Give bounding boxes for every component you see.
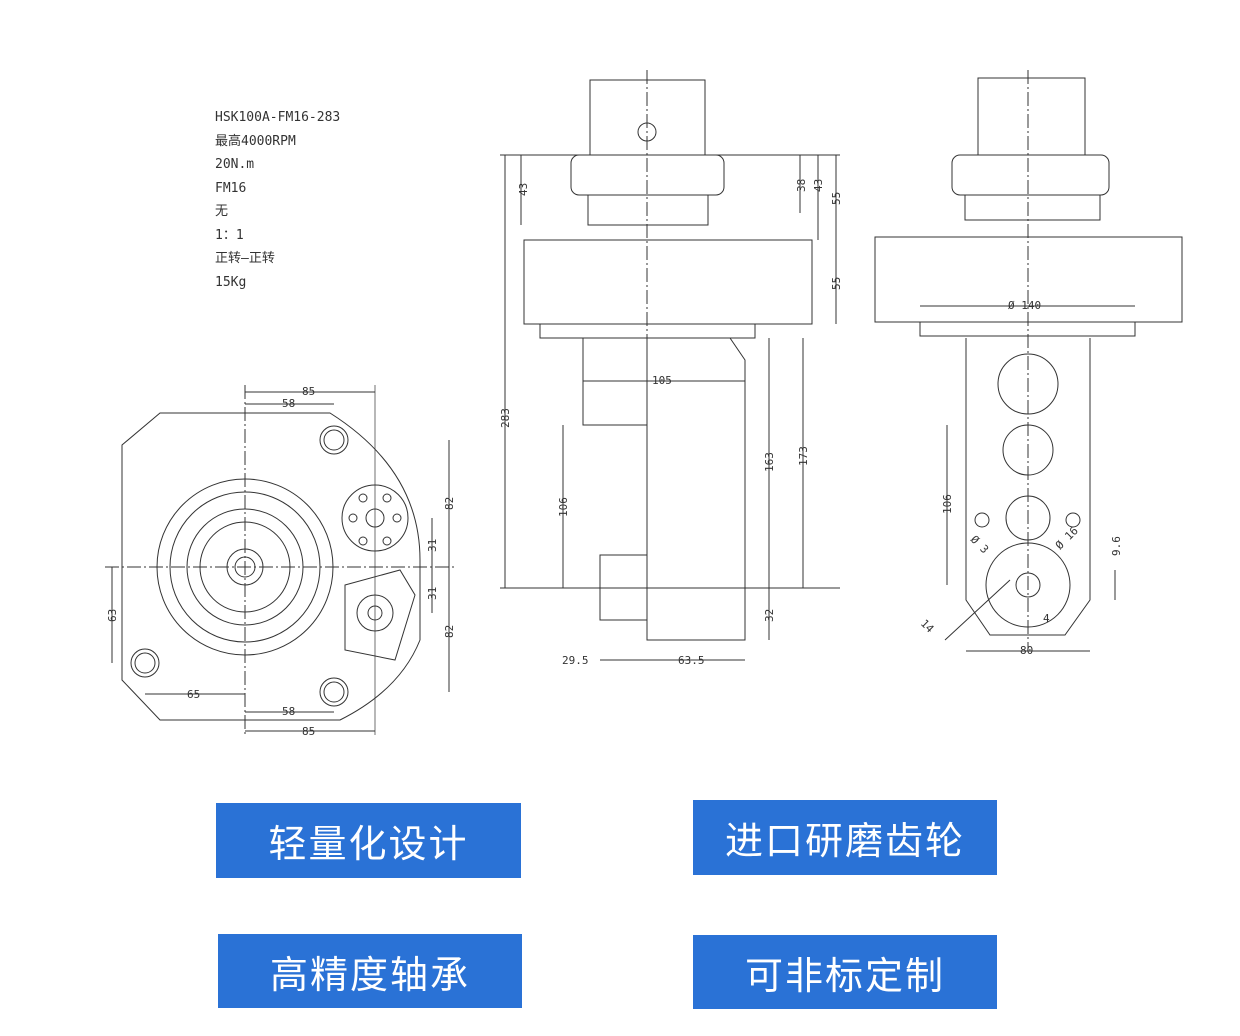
dim-label: 38 <box>795 179 808 192</box>
side-dimensions: 43 38 43 55 55 105 283 106 163 173 32 29… <box>499 179 843 667</box>
dim-label: 58 <box>282 705 295 718</box>
dim-label: 32 <box>763 609 776 622</box>
dim-label: 63.5 <box>678 654 705 667</box>
spec-speed: 最高4000RPM <box>215 133 296 149</box>
side-view <box>500 70 840 661</box>
dim-label: 55 <box>830 192 843 205</box>
spec-rotation: 正转—正转 <box>215 251 275 266</box>
dim-label: 58 <box>282 397 295 410</box>
dim-label: 43 <box>517 183 530 196</box>
dim-label: 43 <box>812 179 825 192</box>
spec-coolant: 无 <box>215 204 229 219</box>
end-dimensions: Ø 140 106 Ø 3 Ø 16 9.6 14 4 80 <box>918 299 1123 657</box>
dim-label: 163 <box>763 452 776 472</box>
spec-model: HSK100A-FM16-283 <box>215 110 341 125</box>
dim-label: 106 <box>941 494 954 514</box>
dim-label: 82 <box>443 625 456 638</box>
dim-label: 85 <box>302 385 315 398</box>
dim-label: 14 <box>918 617 937 636</box>
dim-label: 80 <box>1020 644 1033 657</box>
front-view <box>105 385 455 735</box>
spec-torque: 20N.m <box>215 157 255 172</box>
dim-label: 31 <box>426 587 439 600</box>
feature-high-precision-bearings: 高精度轴承 <box>218 934 522 1008</box>
spec-ratio: 1：1 <box>215 227 244 243</box>
dim-label: 283 <box>499 408 512 428</box>
dim-label: 65 <box>187 688 200 701</box>
dim-label: Ø 140 <box>1008 299 1041 312</box>
feature-lightweight-design: 轻量化设计 <box>216 803 521 878</box>
dim-label: 63 <box>106 609 119 622</box>
dim-label: 4 <box>1043 612 1050 625</box>
feature-imported-ground-gears: 进口研磨齿轮 <box>693 800 997 875</box>
dim-label: 82 <box>443 497 456 510</box>
technical-drawing: 85 58 82 31 31 82 63 65 58 85 43 38 43 5… <box>105 70 1183 738</box>
dim-label: 106 <box>557 497 570 517</box>
front-dimensions: 85 58 82 31 31 82 63 65 58 85 <box>106 385 456 738</box>
dim-label: 105 <box>652 374 672 387</box>
spec-list: HSK100A-FM16-283 最高4000RPM 20N.m FM16 无 … <box>215 106 340 294</box>
dim-label: 173 <box>797 446 810 466</box>
feature-custom-made: 可非标定制 <box>693 935 997 1009</box>
dim-label: 29.5 <box>562 654 589 667</box>
dim-label: 31 <box>426 539 439 552</box>
dim-label: Ø 3 <box>968 533 991 556</box>
spec-weight: 15Kg <box>215 274 247 290</box>
dim-label: 85 <box>302 725 315 738</box>
dim-label: 9.6 <box>1110 536 1123 556</box>
spec-collet: FM16 <box>215 180 247 196</box>
dim-label: 55 <box>830 277 843 290</box>
dim-label: Ø 16 <box>1053 524 1081 552</box>
end-view <box>874 70 1183 652</box>
